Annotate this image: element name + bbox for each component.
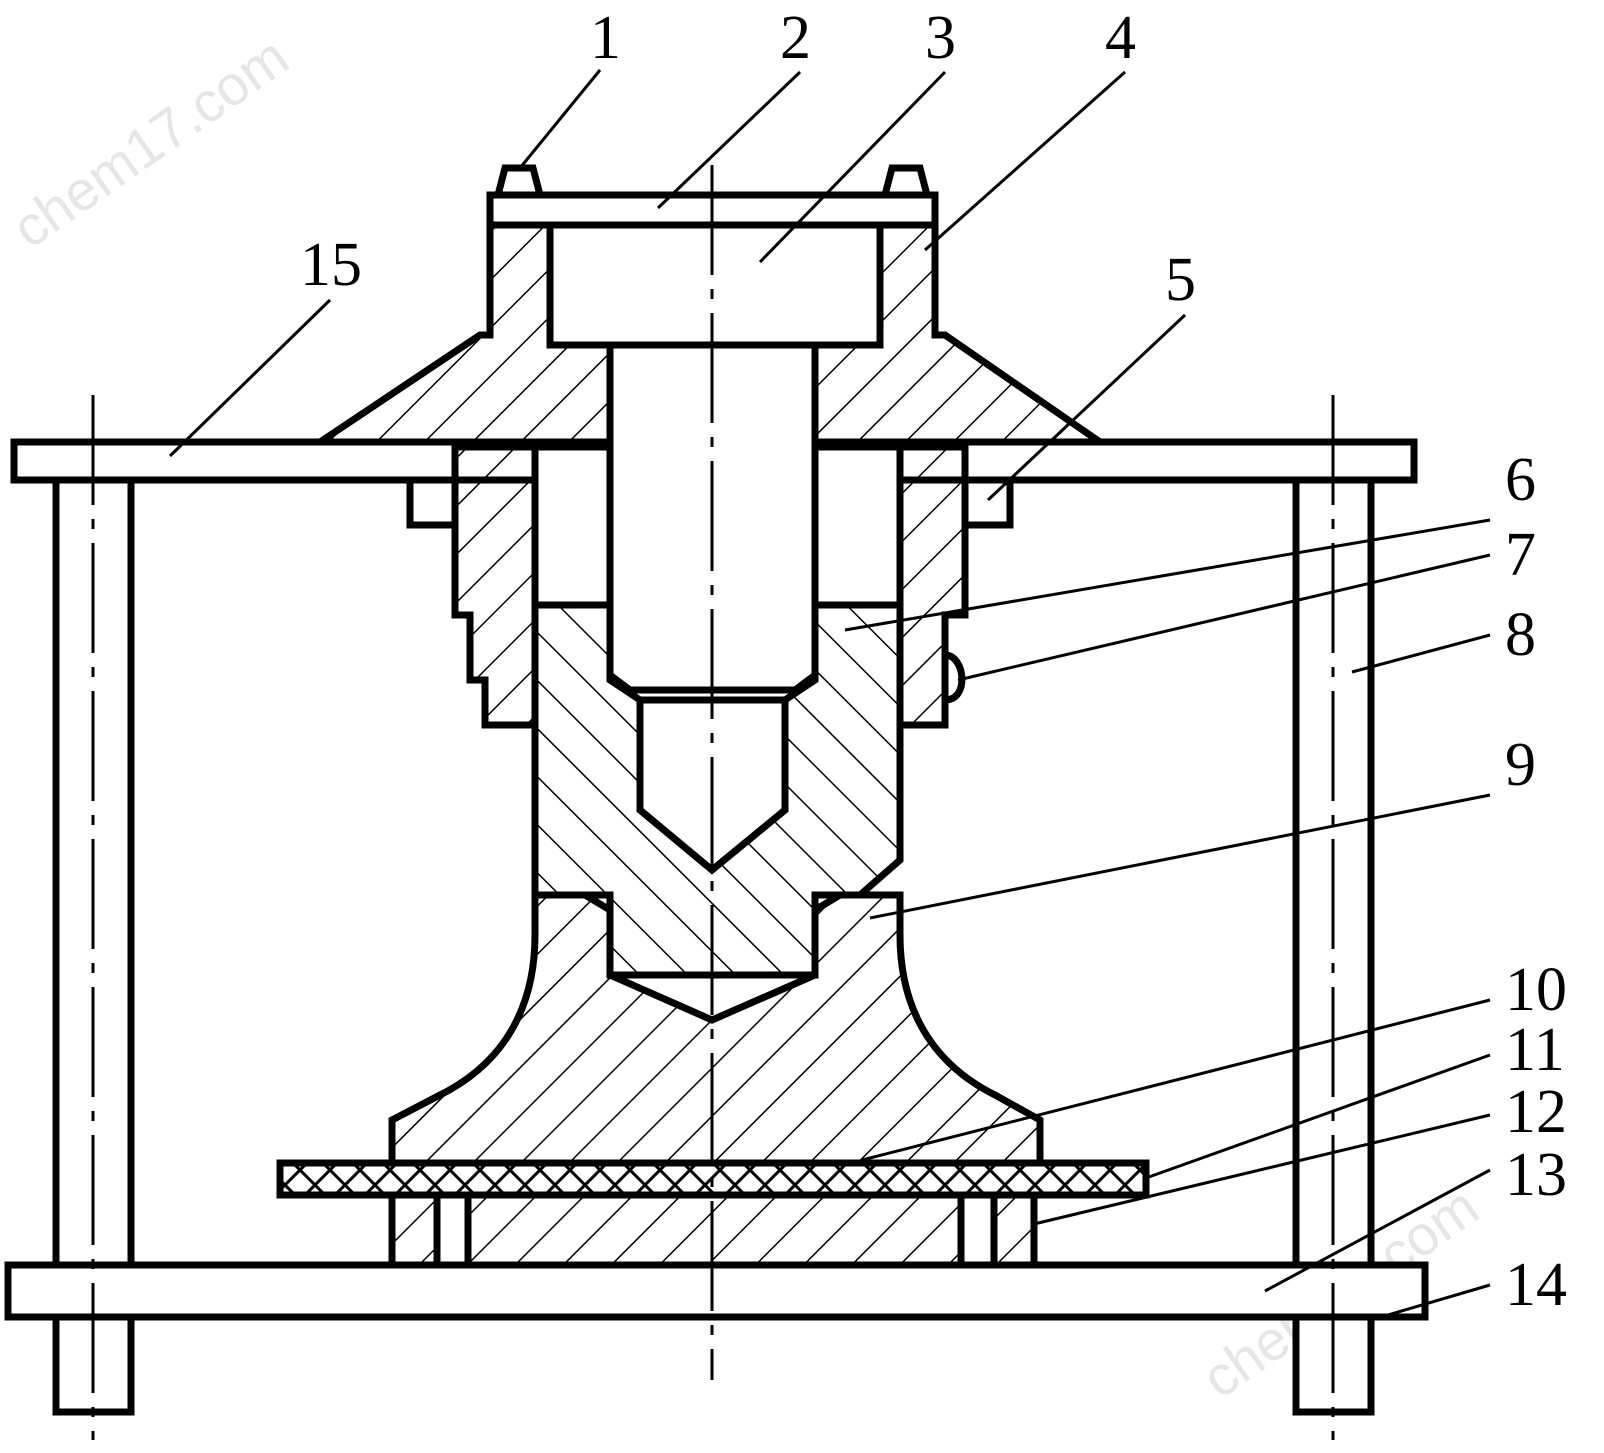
callout-13: 13 <box>1505 1141 1567 1209</box>
callout-3: 3 <box>925 4 956 72</box>
callout-2: 2 <box>780 4 811 72</box>
collar-left <box>406 476 459 529</box>
callout-15: 15 <box>300 231 362 299</box>
callout-5: 5 <box>1165 246 1196 314</box>
callout-4: 4 <box>1105 4 1136 72</box>
callout-12: 12 <box>1505 1078 1567 1146</box>
cover-screws <box>493 164 932 199</box>
callout-6: 6 <box>1505 446 1536 514</box>
callout-1: 1 <box>590 4 621 72</box>
center-lines <box>91 165 1335 1440</box>
support-block-center <box>464 1191 965 1269</box>
watermark-top-left: chem17.com <box>1 24 300 259</box>
screw-left <box>493 164 545 199</box>
callout-8: 8 <box>1505 601 1536 669</box>
sleeve-knob <box>941 651 966 704</box>
support-block-left <box>388 1191 441 1269</box>
callout-10: 10 <box>1505 956 1567 1024</box>
callout-7: 7 <box>1505 521 1536 589</box>
callout-14: 14 <box>1505 1251 1567 1319</box>
guide-sleeve-left <box>451 443 539 729</box>
guide-sleeve-right <box>896 443 969 729</box>
support-blocks <box>388 1191 1038 1269</box>
callout-9: 9 <box>1505 731 1536 799</box>
callout-11: 11 <box>1505 1016 1565 1084</box>
callout-labels: 1 2 3 4 5 6 7 8 9 10 11 12 13 14 15 <box>300 4 1567 1319</box>
support-block-right <box>990 1191 1038 1269</box>
leader-lines <box>168 69 1491 1322</box>
base-plate <box>4 1261 1429 1321</box>
screw-right <box>880 164 932 199</box>
bolt-head <box>546 221 884 349</box>
